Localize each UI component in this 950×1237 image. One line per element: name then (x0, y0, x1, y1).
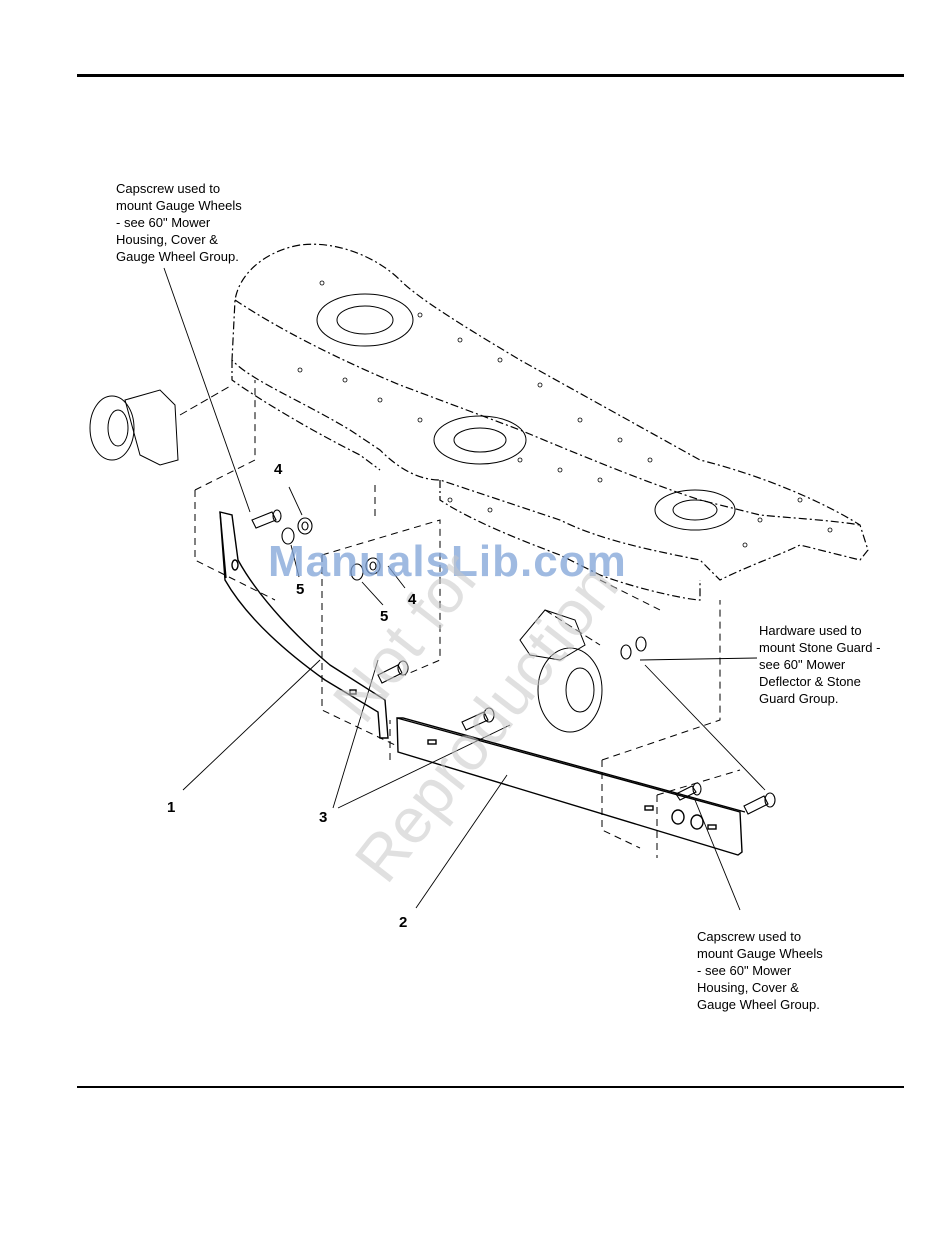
callout-5-left: 5 (296, 581, 305, 598)
capscrew-right-1 (675, 782, 702, 801)
footer-rule (77, 1086, 904, 1088)
callout-4-left: 4 (274, 461, 283, 478)
leader-hardware-a (639, 657, 758, 661)
part-1-side-trim (219, 511, 389, 739)
leader-2 (415, 774, 508, 909)
nuts-washers (281, 517, 647, 660)
leader-5b (361, 581, 384, 606)
leader-hardware-b (644, 664, 766, 791)
leader-4a (288, 486, 303, 516)
callout-5-right: 5 (380, 608, 389, 625)
deck-holes (297, 280, 833, 548)
washer-4-right (365, 557, 381, 575)
mower-deck-housing (231, 243, 869, 601)
gauge-wheel-left (89, 384, 233, 466)
note-capscrew-gauge-wheels-bottom: Capscrew used to mount Gauge Wheels - se… (697, 929, 823, 1012)
capscrew-middle (377, 660, 409, 684)
note-hardware-stone-guard: Hardware used to mount Stone Guard - see… (759, 623, 881, 706)
leader-3b (337, 724, 511, 809)
leader-capscrew-top (163, 267, 251, 513)
leader-3a (332, 659, 379, 809)
leader-4b (387, 565, 406, 589)
washer-4-left (297, 517, 313, 535)
leader-5a (290, 544, 300, 578)
leader-1 (182, 659, 321, 791)
capscrew-right-2 (743, 792, 776, 815)
nut-5-left (281, 527, 295, 545)
callout-3: 3 (319, 809, 328, 826)
callout-4-right: 4 (408, 591, 417, 608)
leader-capscrew-bottom (694, 799, 741, 911)
header-rule (77, 74, 904, 77)
callout-2: 2 (399, 914, 408, 931)
alignment-lines (194, 380, 741, 858)
fastener-capscrews (251, 509, 776, 815)
note-capscrew-gauge-wheels-top: Capscrew used to mount Gauge Wheels - se… (116, 181, 242, 264)
callout-1: 1 (167, 799, 176, 816)
watermark-site: ManualsLib.com (268, 537, 627, 586)
spindle-openings (316, 293, 736, 531)
part-2-front-strip (396, 717, 746, 856)
leader-lines (163, 267, 766, 911)
capscrew-upper-left (251, 509, 282, 529)
capscrew-lower (461, 707, 495, 731)
nut-5-right (350, 563, 364, 581)
gauge-wheel-right (519, 609, 603, 733)
